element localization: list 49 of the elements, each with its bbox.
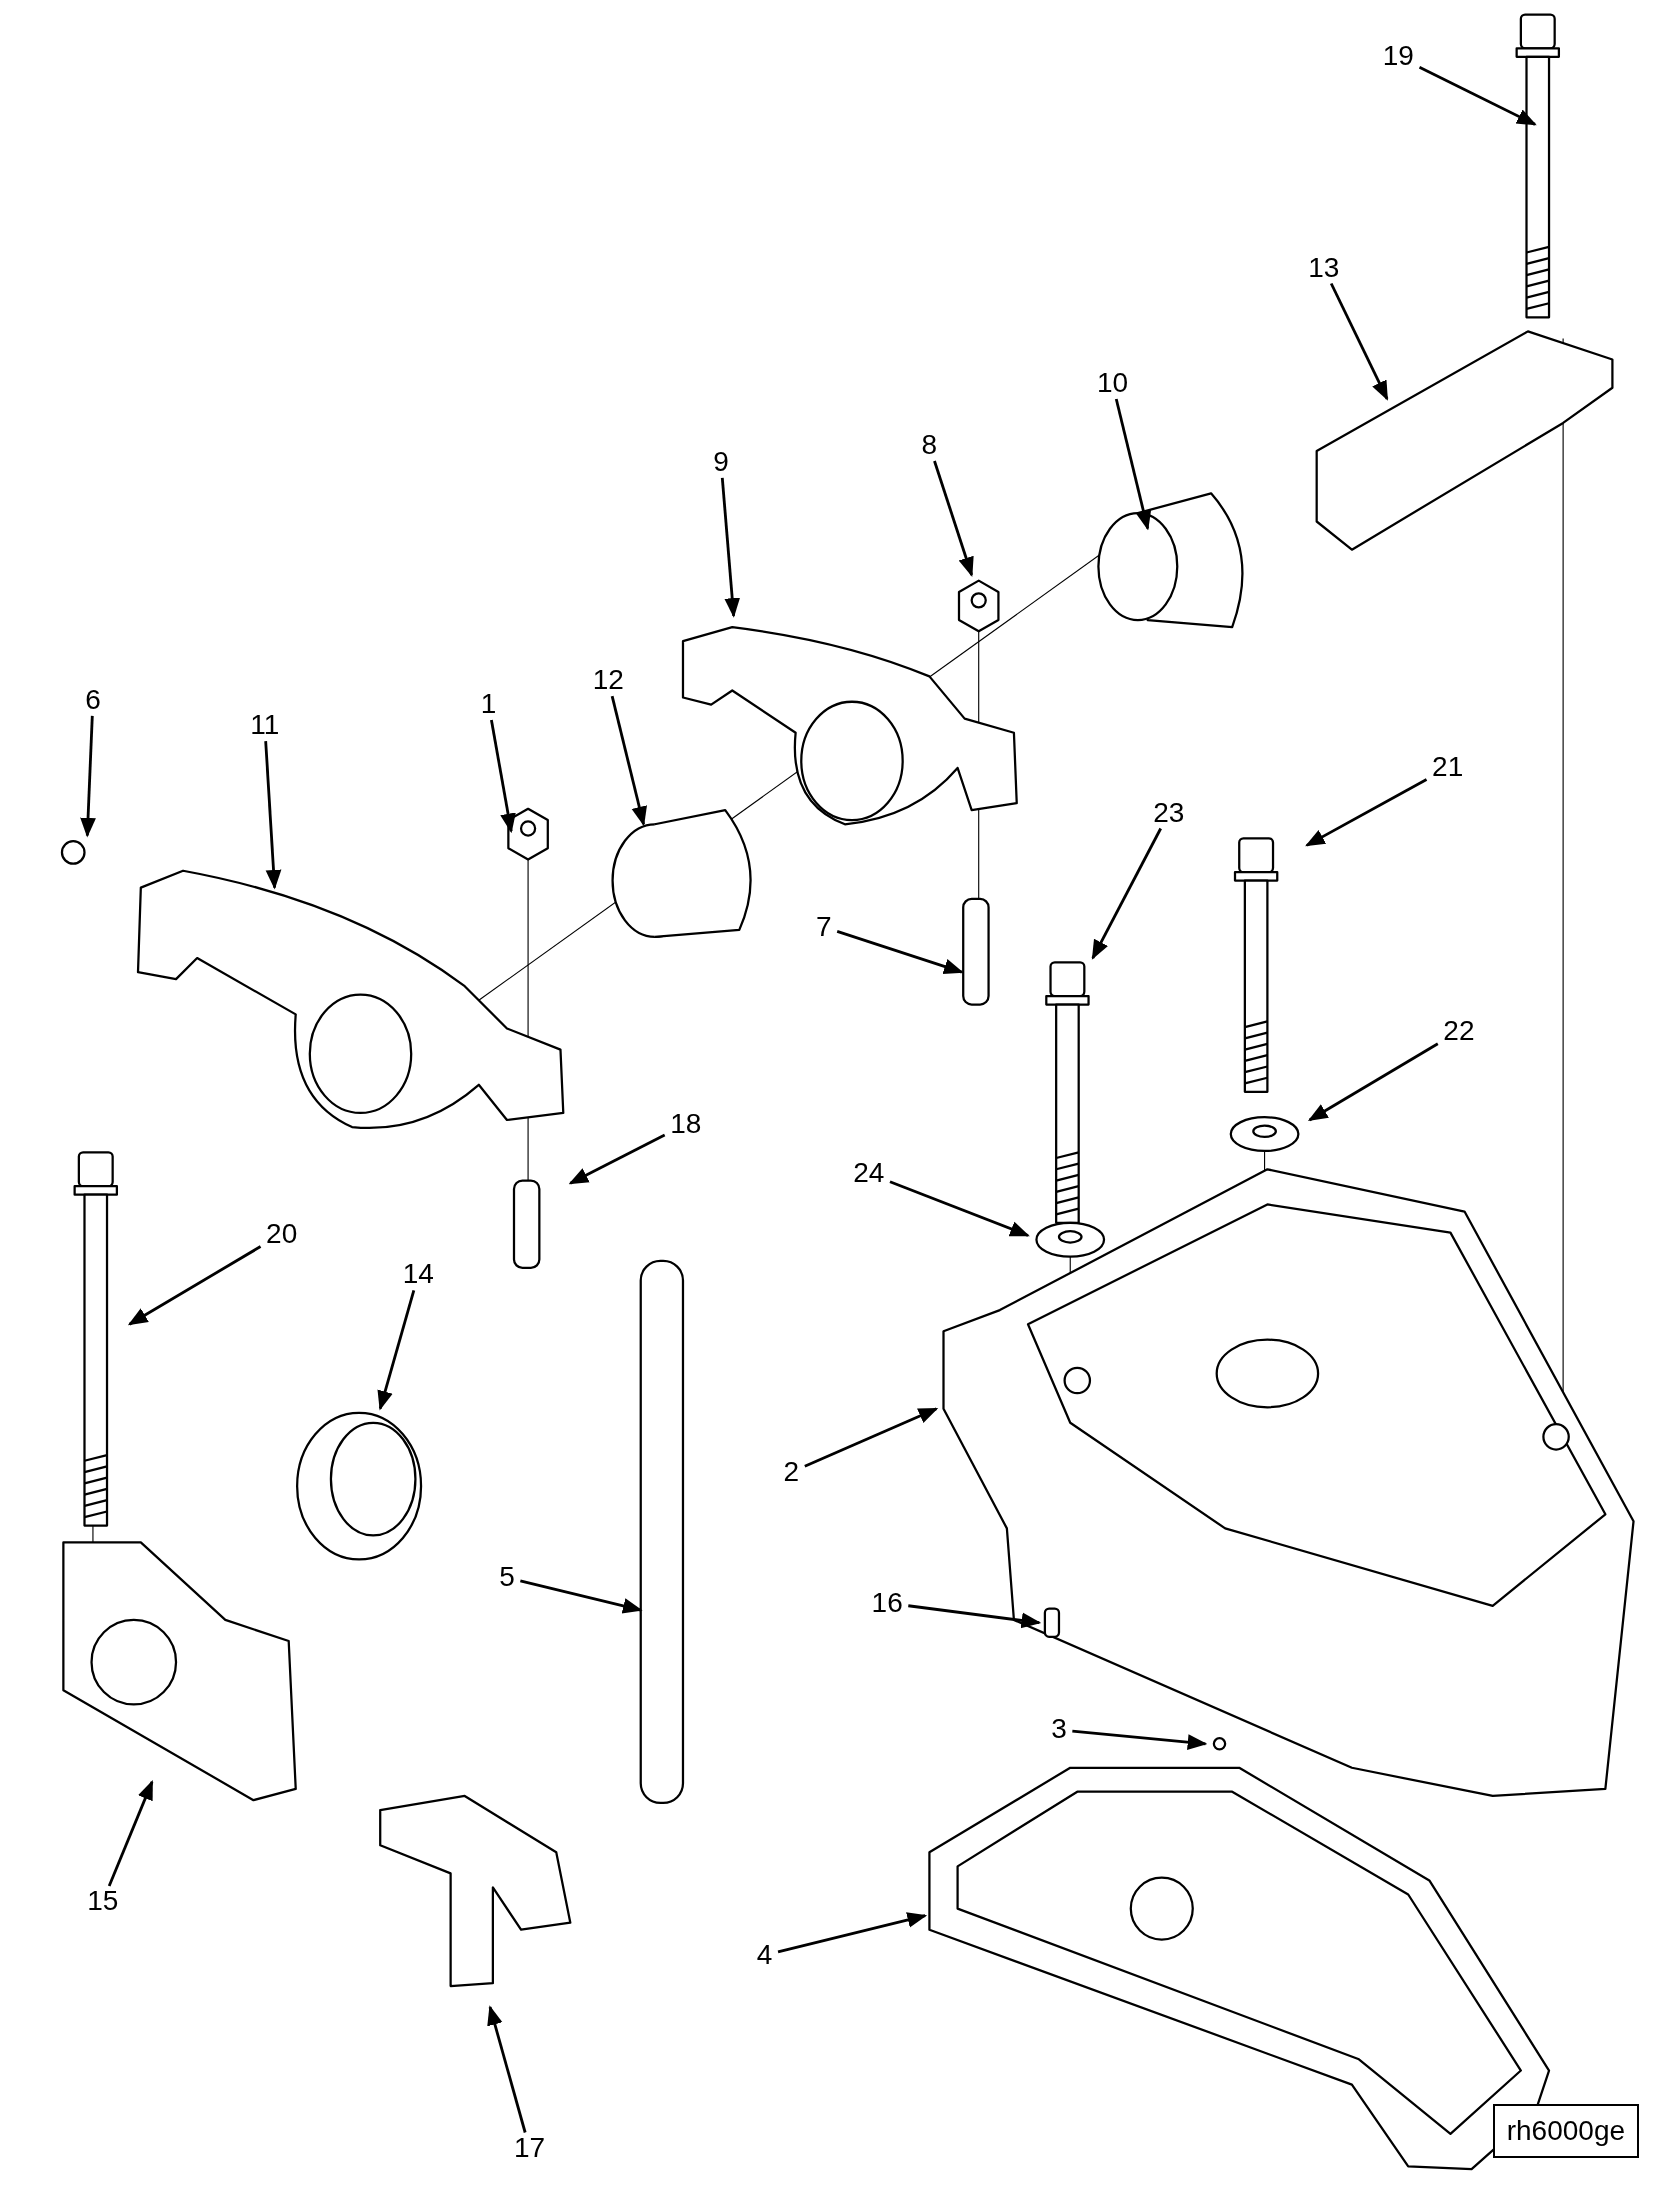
leader-line <box>520 1579 643 1614</box>
leader-line <box>127 1245 262 1326</box>
callout-number: 4 <box>756 1939 773 1970</box>
callout-number: 18 <box>670 1108 702 1139</box>
callout-number: 23 <box>1153 797 1185 828</box>
leader-line <box>377 1290 416 1411</box>
leader-line <box>777 1912 928 1954</box>
callout-number: 3 <box>1051 1714 1067 1745</box>
leader-line <box>487 2005 527 2133</box>
callout-number: 19 <box>1382 41 1414 72</box>
leader-line <box>720 477 741 618</box>
callout-number: 1 <box>480 689 497 720</box>
callout-number: 13 <box>1308 252 1340 283</box>
leader-line <box>1418 65 1537 126</box>
leader-line <box>1307 1042 1439 1122</box>
leader-line <box>1329 282 1389 401</box>
leader-line <box>804 1407 939 1468</box>
callout-number: 15 <box>87 1886 119 1917</box>
leader-line <box>836 930 964 975</box>
callout-number: 6 <box>85 684 101 715</box>
callout-number: 11 <box>250 710 280 741</box>
callout-number: 5 <box>499 1562 515 1593</box>
callout-number: 16 <box>871 1587 903 1618</box>
callout-number: 21 <box>1432 752 1464 783</box>
drawing-code: rh6000ge <box>1492 2103 1640 2158</box>
callout-number: 2 <box>783 1456 800 1487</box>
callout-number: 8 <box>921 430 938 460</box>
callout-number: 7 <box>816 911 832 942</box>
callout-number: 20 <box>266 1218 298 1249</box>
leader-line <box>1114 398 1152 531</box>
leader-line <box>264 741 282 890</box>
leader-line <box>80 715 96 838</box>
leader-line <box>568 1133 666 1185</box>
leader-line <box>889 1180 1030 1237</box>
callout-number: 14 <box>402 1259 434 1290</box>
callout-number: 17 <box>513 2132 546 2163</box>
callout-number: 12 <box>592 665 624 696</box>
leader-line <box>1305 778 1428 847</box>
callout-number: 9 <box>713 446 729 477</box>
leader-line <box>610 695 647 827</box>
leader-line <box>1072 1729 1208 1750</box>
leader-line <box>933 460 974 577</box>
leader-line <box>107 1780 154 1887</box>
leader-line <box>490 719 516 834</box>
leader-line <box>1091 827 1162 960</box>
callout-number: 24 <box>853 1158 885 1189</box>
leader-line <box>908 1604 1042 1629</box>
callout-number: 22 <box>1443 1015 1475 1046</box>
callout-number: 10 <box>1096 368 1129 399</box>
